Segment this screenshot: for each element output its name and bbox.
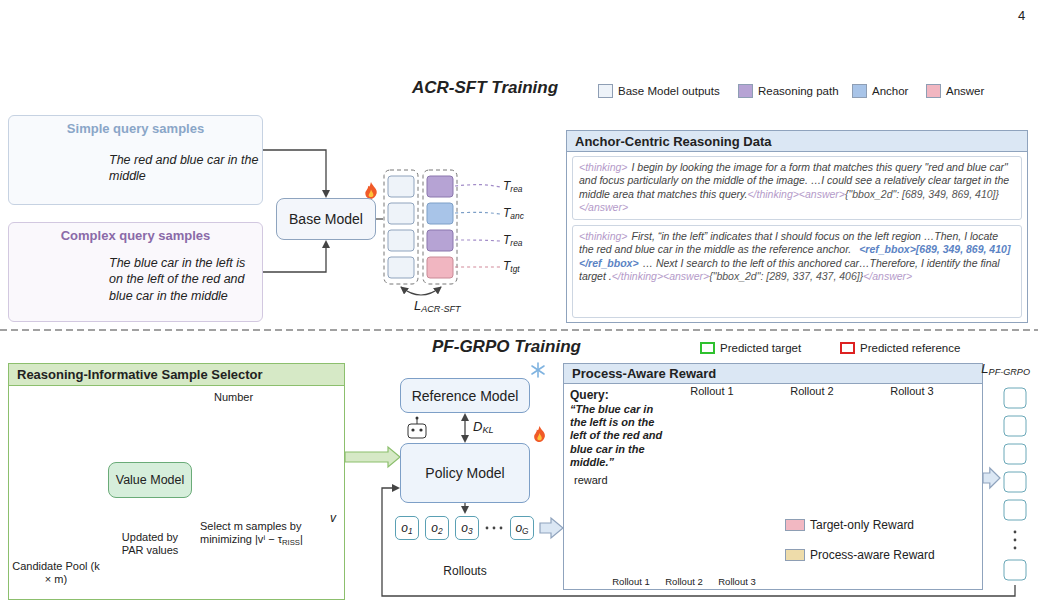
panel-header: Anchor-Centric Reasoning Data [567, 131, 1027, 152]
text-label: Rollout 2 [772, 385, 852, 398]
legend-text: Process-aware Reward [810, 548, 935, 562]
panel-title: Complex query samples [9, 228, 262, 243]
connector [540, 518, 563, 538]
panel-header: Reasoning-Informative Sample Selector [9, 364, 344, 386]
rollout-box: o1 [395, 516, 419, 540]
query-text: The blue car in the left is on the left … [109, 255, 259, 304]
legend-item: Anchor [852, 84, 908, 98]
legend-swatch [598, 84, 613, 98]
loss-column: LPF-GRPO [1000, 382, 1030, 585]
box-label: o2 [431, 521, 442, 535]
connector [461, 503, 469, 514]
legend-item: Answer [926, 84, 984, 98]
model-box: Reference Model [400, 378, 530, 413]
box-label: Value Model [116, 473, 185, 487]
text-label: ACR-SFT Training [412, 78, 558, 98]
text-label: Ttgt [503, 259, 520, 273]
legend-swatch [738, 84, 753, 98]
text-label: LACR-SFT [414, 298, 461, 314]
loss-label: LPF-GRPO [981, 361, 1030, 376]
connector [461, 413, 469, 443]
reasoning-span: <thinking> [579, 230, 627, 242]
reasoning-span: {"bbox_2d": [289, 337, 437, 406]} [709, 270, 863, 282]
reasoning-span: <answer> [663, 270, 709, 282]
text-label: Tanc [503, 206, 524, 220]
connector [983, 468, 1000, 488]
model-box: Base Model [276, 198, 376, 240]
box-label: Reference Model [412, 388, 519, 404]
legend-text: Base Model outputs [618, 85, 720, 97]
model-box: Policy Model [400, 443, 530, 503]
legend-item: Process-aware Reward [785, 548, 935, 562]
text-label: Rollout 1 [672, 385, 752, 398]
reasoning-span: {"bbox_2d": [689, 349, 869, 410]} [845, 188, 999, 200]
text-label: Candidate Pool (k × m) [12, 560, 100, 586]
rollout-box: o2 [425, 516, 449, 540]
edge-label: DKL [471, 419, 496, 435]
text-label: Rollout 3 [872, 385, 952, 398]
text-label: PF-GRPO Training [432, 337, 581, 357]
legend-swatch [785, 519, 805, 531]
reasoning-span: </thinking> [747, 188, 798, 200]
legend-swatch [926, 84, 941, 98]
rollout-group: Rollouts o1 o2 o3 oG [390, 514, 540, 580]
rollout-box: o3 [455, 516, 479, 540]
legend-text: Target-only Reward [810, 518, 914, 532]
panel-title: Simple query samples [9, 121, 262, 136]
panel-header: Process-Aware Reward [564, 364, 982, 384]
text-label: Query: [570, 388, 609, 402]
model-box: Value Model [108, 462, 192, 498]
connector [263, 240, 330, 272]
connector [263, 150, 330, 198]
legend-text: Predicted reference [860, 342, 960, 354]
query-text: The red and blue car in the middle [109, 152, 259, 185]
text-label: 4 [1018, 8, 1025, 24]
reasoning-span: </answer> [863, 270, 912, 282]
legend-text: Reasoning path [758, 85, 839, 97]
box-label: oG [515, 521, 528, 535]
box-label: Base Model [289, 211, 363, 227]
legend-item: Predicted target [700, 342, 801, 354]
text-label: Rollout 2 [660, 576, 708, 587]
box-label: o3 [461, 521, 472, 535]
connector [345, 447, 400, 467]
legend-item: Predicted reference [840, 342, 960, 354]
legend-outline-swatch [840, 342, 855, 354]
legend-text: Predicted target [720, 342, 801, 354]
legend-swatch [852, 84, 867, 98]
text-label: Trea [503, 179, 522, 193]
reasoning-span: </thinking> [612, 270, 663, 282]
legend-outline-swatch [700, 342, 715, 354]
text-label: Updated by PAR values [115, 531, 185, 557]
text-label: “The blue car in the left is on the left… [570, 403, 670, 469]
group-label: Rollouts [390, 564, 540, 578]
text-label: Rollout 1 [607, 576, 655, 587]
reasoning-span: <answer> [799, 188, 845, 200]
reasoning-span: <thinking> [579, 161, 627, 173]
data-panel: Anchor-Centric Reasoning Data <thinking>I… [566, 130, 1028, 323]
reasoning-text-box: <thinking>First, “in the left” indicates… [572, 225, 1022, 318]
text-label: Rollout 3 [713, 576, 761, 587]
box-label: o1 [401, 521, 412, 535]
sample-panel: Simple query samplesThe red and blue car… [8, 115, 263, 205]
text-label: Select m samples by minimizing |vi − τRI… [200, 520, 340, 546]
rollout-box: oG [510, 516, 534, 540]
text-label: Number [214, 391, 253, 404]
reasoning-span: </answer> [579, 201, 628, 213]
reasoning-text-box: <thinking>I begin by looking the image f… [572, 156, 1022, 220]
legend-item: Reasoning path [738, 84, 839, 98]
legend-text: Answer [946, 85, 984, 97]
legend-item: Target-only Reward [785, 518, 914, 532]
text-label: Trea [503, 233, 522, 247]
text-label: reward [574, 474, 608, 487]
legend-item: Base Model outputs [598, 84, 720, 98]
legend-text: Anchor [872, 85, 908, 97]
legend-swatch [785, 549, 805, 561]
text-label: v [330, 511, 336, 525]
box-label: Policy Model [425, 465, 504, 481]
sample-panel: Complex query samplesThe blue car in the… [8, 222, 263, 322]
